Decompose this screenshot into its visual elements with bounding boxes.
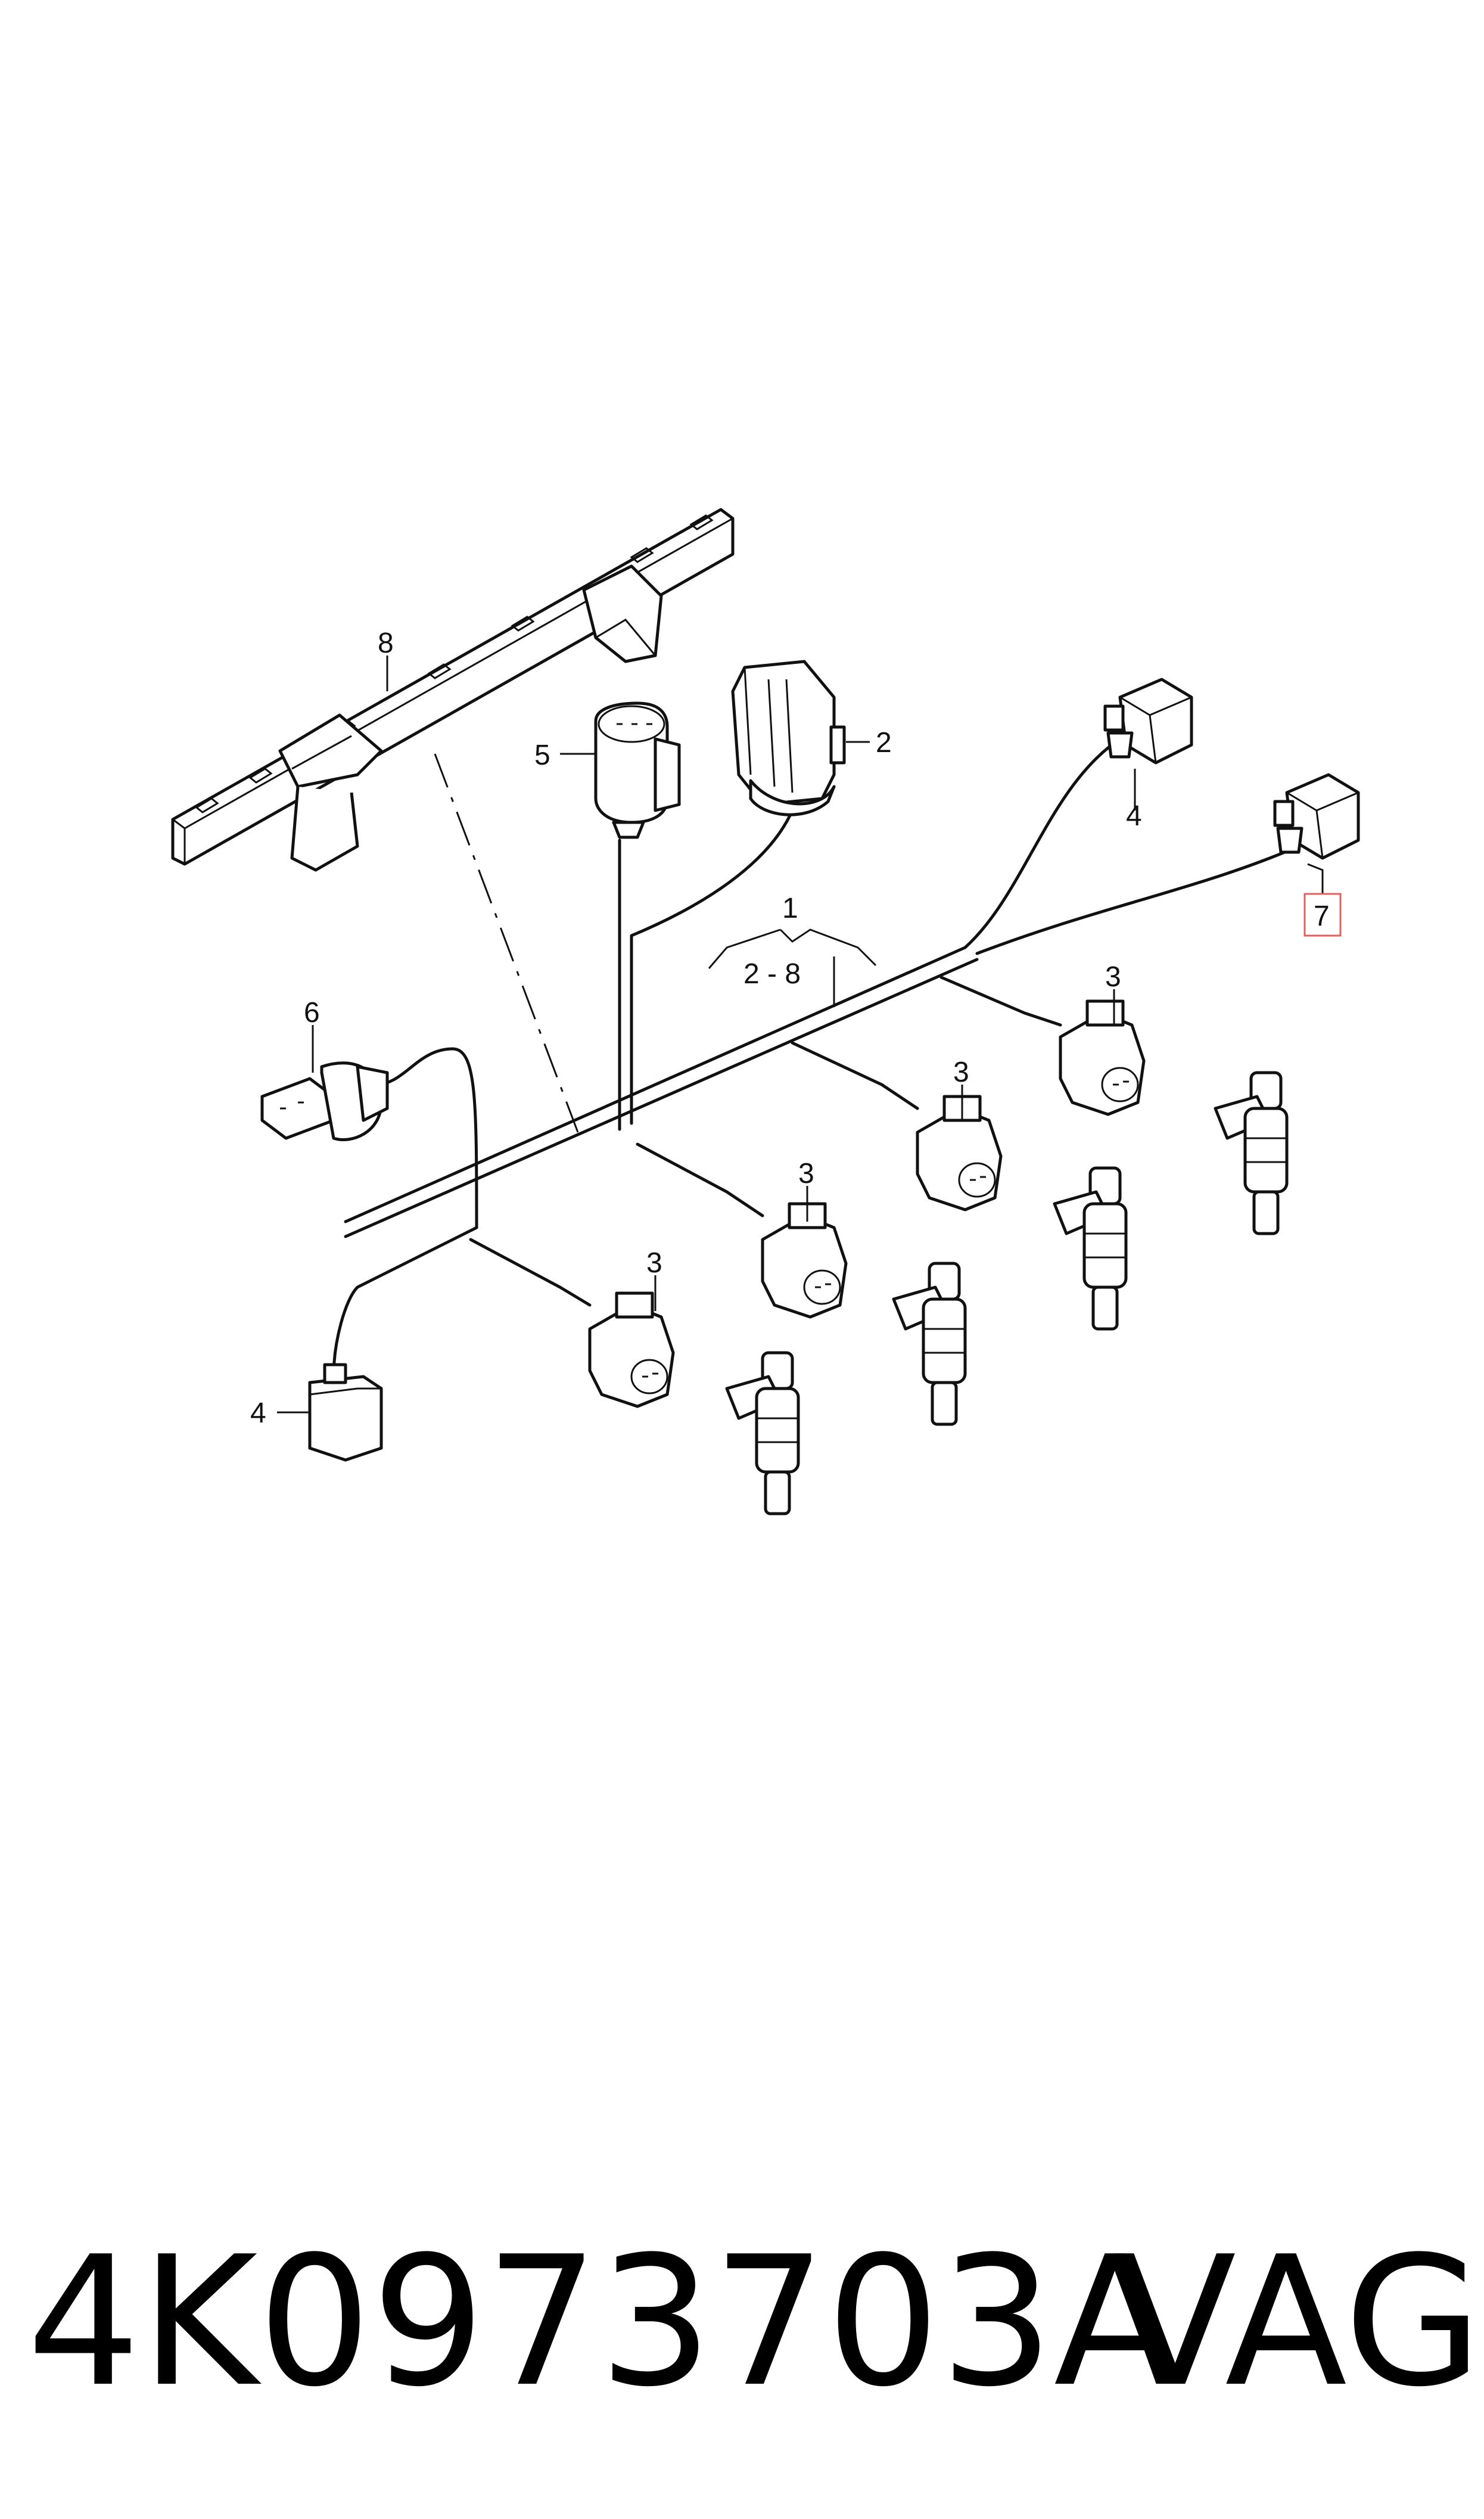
connector-4-right bbox=[1103, 678, 1193, 765]
injector-connector-4 bbox=[588, 1291, 675, 1408]
callout-3-b: 3 bbox=[953, 1057, 969, 1088]
connector-7 bbox=[1273, 773, 1360, 860]
injector-1 bbox=[1214, 1071, 1289, 1235]
injector-connector-2 bbox=[916, 1095, 1003, 1212]
brand-name: VAG bbox=[1114, 2218, 1482, 2426]
part-number: 4K0973703A bbox=[27, 2218, 1177, 2426]
callout-3-d: 3 bbox=[646, 1247, 662, 1279]
callout-6: 6 bbox=[304, 997, 320, 1029]
callout-1: 1 bbox=[782, 893, 798, 924]
callout-3-c: 3 bbox=[798, 1158, 814, 1189]
callout-7-highlight-box bbox=[1303, 893, 1342, 937]
connector-2 bbox=[731, 660, 846, 816]
callout-3-a: 3 bbox=[1105, 961, 1121, 993]
callout-8: 8 bbox=[378, 628, 394, 659]
callout-4-left: 4 bbox=[250, 1397, 266, 1429]
injector-4 bbox=[725, 1351, 800, 1515]
injector-3 bbox=[892, 1262, 967, 1426]
connector-5 bbox=[594, 701, 681, 839]
callout-range: 2 - 8 bbox=[743, 958, 801, 990]
harness-bracket bbox=[171, 508, 735, 872]
callout-leaders bbox=[277, 656, 1324, 1414]
injector-2 bbox=[1053, 1166, 1128, 1331]
harness-wires bbox=[332, 737, 1301, 1378]
callout-4-right: 4 bbox=[1126, 800, 1142, 832]
injector-connector-3 bbox=[761, 1202, 848, 1319]
injector-connector-1 bbox=[1059, 999, 1146, 1116]
callout-labels: 8 5 2 4 7 1 2 - 8 6 4 3 3 3 3 bbox=[250, 628, 1342, 1429]
connector-6 bbox=[260, 1061, 389, 1141]
callout-5: 5 bbox=[534, 740, 550, 771]
connector-4-left bbox=[308, 1363, 383, 1462]
callout-7: 7 bbox=[1314, 900, 1330, 932]
bracket-leader-dashdot bbox=[434, 753, 579, 1133]
callout-2: 2 bbox=[876, 727, 892, 759]
